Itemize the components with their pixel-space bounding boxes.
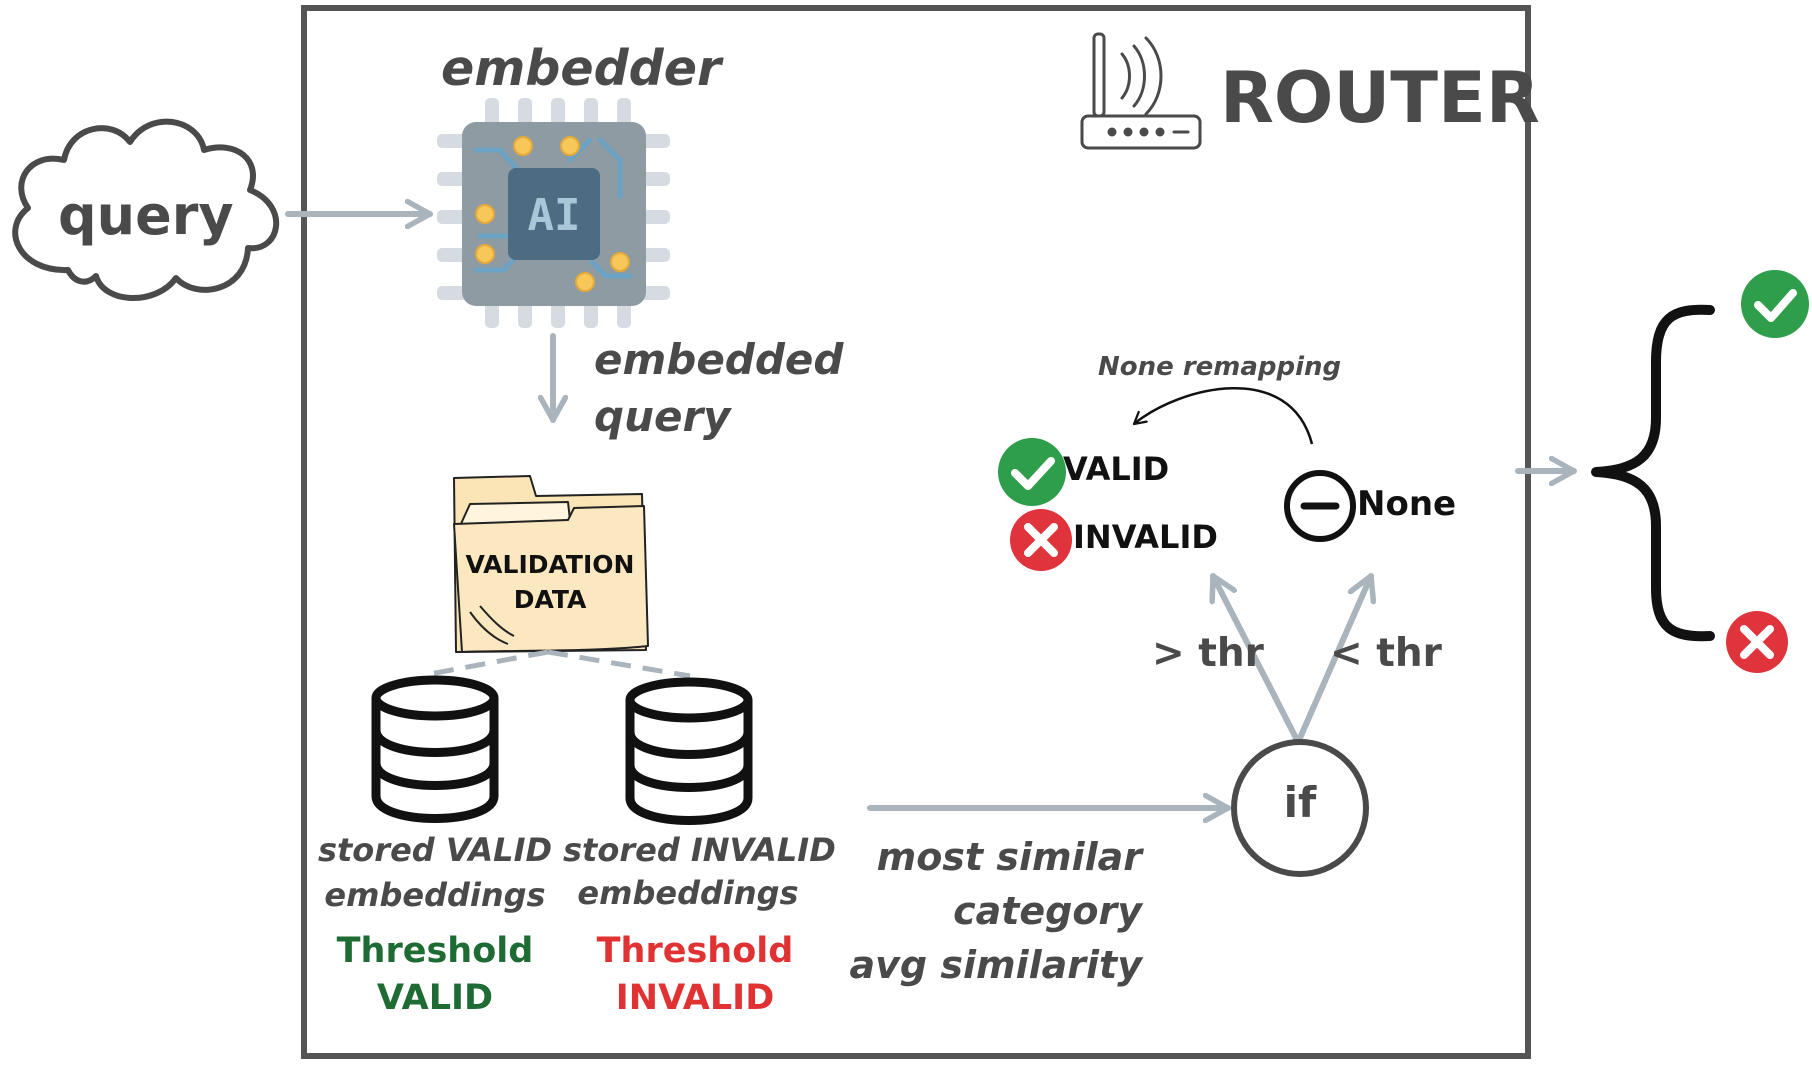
invalid-label: INVALID	[1073, 518, 1218, 556]
minus-circle-icon	[1284, 470, 1356, 542]
lt-thr-label: < thr	[1330, 631, 1442, 676]
none-remapping-arc	[1132, 387, 1314, 445]
database-icon	[625, 677, 753, 825]
similarity-label-1: most similar	[876, 835, 1142, 879]
threshold-invalid-label-1: Threshold	[596, 931, 794, 971]
dashed-connector	[429, 649, 691, 679]
gt-thr-label: > thr	[1152, 631, 1264, 676]
threshold-valid-label-1: Threshold	[336, 931, 534, 971]
if-label: if	[1283, 778, 1317, 827]
check-circle-icon	[1741, 270, 1809, 338]
embedded-query-label-2: query	[594, 392, 731, 441]
router-title: ROUTER	[1220, 57, 1540, 139]
validation-data-label-2: DATA	[513, 585, 587, 614]
folder-icon	[453, 475, 649, 653]
if-node	[1231, 739, 1369, 877]
similarity-label-2: category	[953, 889, 1142, 933]
cloud-icon	[12, 118, 279, 301]
none-remapping-label: None remapping	[1098, 352, 1342, 382]
query-label: query	[58, 184, 234, 247]
stored-valid-label-1: stored VALID	[317, 831, 553, 869]
stored-valid-label-2: embeddings	[324, 876, 546, 914]
validation-data-label-1: VALIDATION	[465, 550, 635, 579]
svg-text:AI: AI	[528, 190, 581, 241]
database-icon	[371, 675, 499, 823]
check-circle-icon	[998, 438, 1066, 506]
gt-thr-arrow	[1213, 573, 1299, 741]
stored-invalid-label-1: stored INVALID	[563, 831, 836, 869]
threshold-invalid-label-2: INVALID	[615, 978, 775, 1018]
stored-invalid-label-2: embeddings	[577, 874, 799, 912]
lt-thr-arrow	[1297, 573, 1371, 741]
embedder-label: embedder	[441, 40, 722, 97]
ai-chip-icon: AI	[437, 98, 670, 328]
similarity-label-3: avg similarity	[849, 943, 1142, 987]
router-icon	[1080, 32, 1202, 150]
router-frame	[301, 5, 1531, 1059]
cross-circle-icon	[1726, 611, 1788, 673]
none-label: None	[1357, 484, 1457, 524]
embedded-query-label-1: embedded	[594, 335, 844, 384]
cross-circle-icon	[1010, 509, 1072, 571]
valid-label: VALID	[1063, 450, 1170, 488]
curly-brace-icon	[1591, 304, 1715, 642]
threshold-valid-label-2: VALID	[376, 978, 494, 1018]
